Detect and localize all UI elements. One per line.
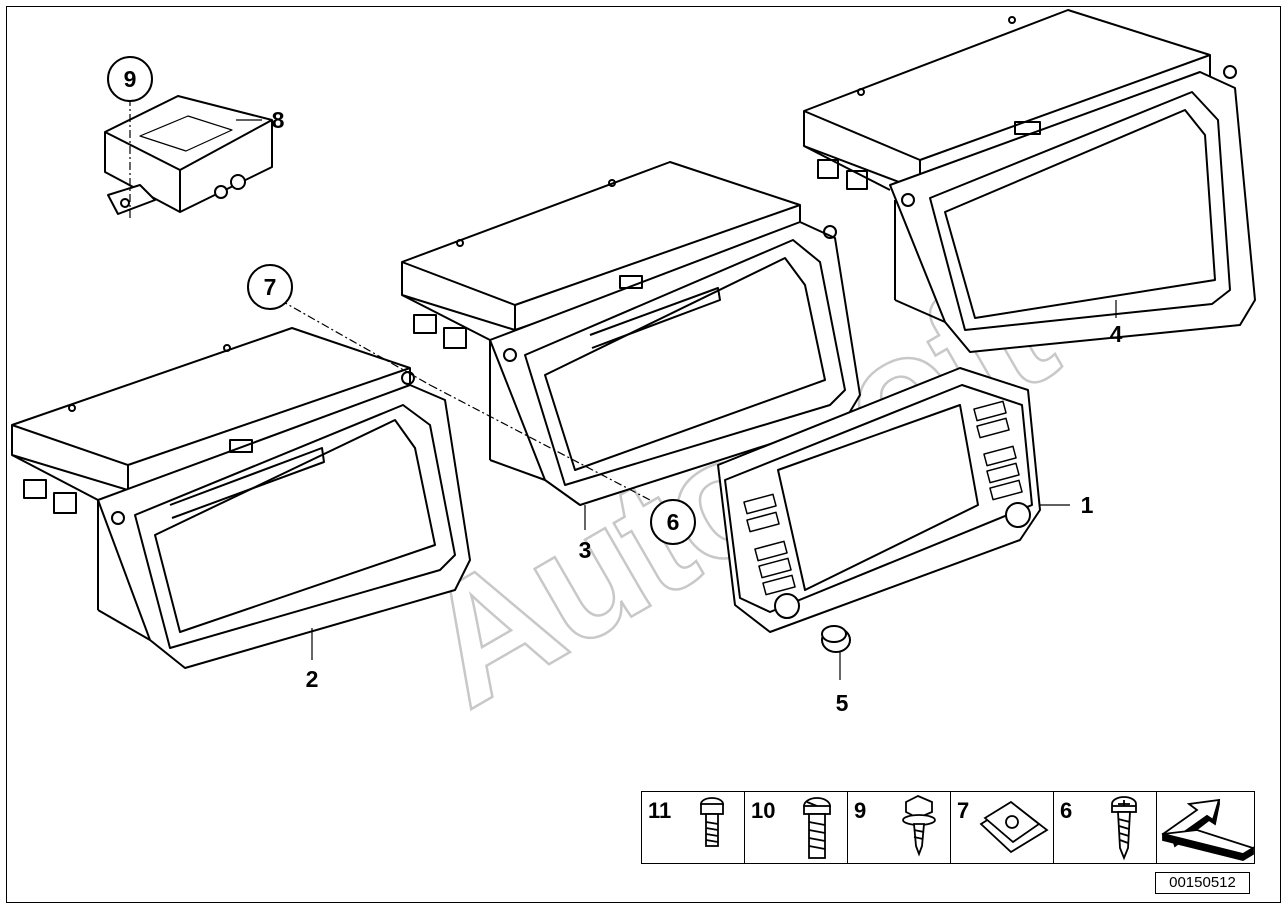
callout-1: 1: [1081, 492, 1094, 518]
part-number-label: 00150512: [1155, 872, 1250, 894]
callout-8: 8: [272, 107, 285, 133]
clip-nut-icon: [979, 800, 1049, 854]
nav-unit-part-3: [401, 161, 861, 506]
direction-arrow-icon: [1161, 798, 1256, 861]
hex-screw-icon: [902, 795, 936, 857]
legend-cell-11: 11: [642, 792, 745, 863]
legend-cell-10: 10: [745, 792, 848, 863]
callout-circle-9: [107, 56, 153, 102]
legend-cell-7: 7: [951, 792, 1054, 863]
knob-part: [821, 625, 851, 653]
hardware-legend: 11 10: [641, 791, 1256, 864]
antenna-module-part: [104, 95, 273, 215]
legend-number: 6: [1060, 798, 1073, 823]
callout-7: 7: [264, 274, 277, 300]
callout-3: 3: [579, 537, 592, 563]
short-bolt-icon: [700, 797, 724, 847]
legend-number: 9: [854, 798, 867, 823]
callout-2: 2: [306, 666, 319, 692]
callout-circle-7: [247, 264, 293, 310]
nav-unit-part-4: [803, 9, 1256, 353]
diagram-frame: [6, 6, 1281, 903]
legend-cell-6: 6: [1054, 792, 1157, 863]
legend-number: 10: [751, 798, 776, 823]
slotted-screw-icon: [803, 797, 831, 859]
callout-9: 9: [124, 66, 137, 92]
legend-number: 7: [957, 798, 970, 823]
legend-number: 11: [648, 798, 672, 823]
callout-circle-6: [650, 499, 696, 545]
legend-cell-arrow: [1157, 792, 1256, 863]
control-panel-part: [717, 367, 1041, 633]
legend-cell-9: 9: [848, 792, 951, 863]
callout-4: 4: [1110, 321, 1123, 347]
nav-unit-part-2: [11, 327, 471, 669]
phillips-screw-icon: [1111, 796, 1137, 861]
callout-5: 5: [836, 690, 849, 716]
callout-6: 6: [667, 509, 680, 535]
